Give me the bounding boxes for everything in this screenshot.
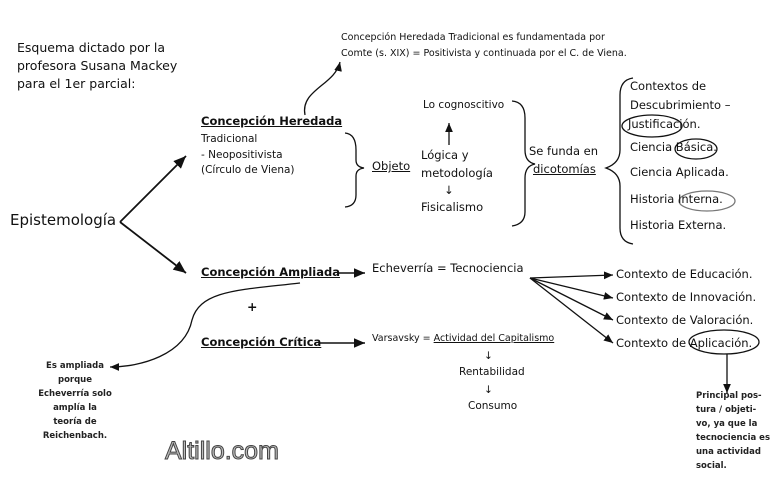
rentabilidad: Rentabilidad [459, 366, 525, 378]
note-line: Echeverría solo [38, 389, 112, 399]
arrow-educacion [529, 271, 614, 280]
plus-sign: + [247, 299, 258, 314]
note-line: una actividad [696, 447, 761, 457]
brace-heredada [344, 132, 365, 208]
varsavsky-line: Varsavsky = Actividad del Capitalismo [372, 334, 554, 344]
note-line: teoría de [53, 417, 97, 427]
brace-objeto [511, 100, 536, 227]
dicotomia-item: Historia Interna. [630, 192, 723, 206]
critica-title: Concepción Crítica [201, 335, 322, 349]
ampliada-title: Concepción Ampliada [201, 265, 340, 279]
note-line: social. [696, 461, 727, 471]
circle-justificacion [621, 114, 683, 138]
lo-cognoscitivo: Lo cognoscitivo [423, 99, 505, 111]
arrow-innovacion [529, 277, 614, 300]
heredada-line: (Círculo de Viena) [201, 164, 295, 176]
arrow-valoracion [529, 277, 614, 321]
objeto-label: Objeto [372, 159, 411, 173]
fisicalismo: Fisicalismo [421, 200, 484, 214]
note-line: amplía la [53, 403, 97, 413]
intro-line: Esquema dictado por la [17, 40, 165, 55]
note-right: Principal pos- tura / objeti- vo, ya que… [696, 389, 780, 473]
circle-aplicacion [688, 329, 760, 355]
arrow-to-heredada [119, 155, 187, 223]
contexto-item: Contexto de Aplicación. [616, 336, 753, 350]
contexto-item: Contexto de Innovación. [616, 290, 757, 304]
down-arrow: ↓ [444, 183, 454, 197]
varsavsky-concept: Actividad del Capitalismo [433, 333, 555, 344]
dicotomia-item: Justificación. [628, 117, 701, 131]
logica-y: Lógica y [421, 148, 469, 162]
note-line: porque [57, 375, 93, 385]
note-line: Es ampliada [46, 361, 104, 371]
curve-to-top-note [303, 61, 342, 116]
note-line: tecnociencia es [696, 433, 770, 443]
varsavsky-prefix: Varsavsky = [372, 333, 434, 344]
metodologia: metodología [421, 166, 493, 180]
dicotomias-label: dicotomías [533, 162, 596, 176]
dicotomia-item: Ciencia Aplicada. [630, 165, 729, 179]
down-arrow: ↓ [484, 350, 493, 362]
contexto-item: Contexto de Valoración. [616, 313, 754, 327]
curve-to-note-left [109, 282, 301, 371]
watermark-logo: Altillo.com [165, 437, 280, 466]
dicotomia-item: Historia Externa. [630, 218, 727, 232]
consumo: Consumo [468, 400, 518, 412]
intro-line: profesora Susana Mackey [17, 58, 178, 73]
heredada-line: Tradicional [201, 133, 258, 145]
dicotomia-item: Ciencia Básica. [630, 140, 717, 154]
se-funda-en: Se funda en [529, 144, 599, 158]
circle-interna [678, 190, 736, 212]
note-left: Es ampliada porque Echeverría solo amplí… [32, 359, 118, 443]
heredada-line: - Neopositivista [201, 149, 283, 161]
root-epistemologia: Epistemología [10, 211, 117, 229]
top-note-line: Comte (s. XIX) = Positivista y continuad… [341, 48, 627, 59]
contexto-item: Contexto de Educación. [616, 267, 753, 281]
top-note-line: Concepción Heredada Tradicional es funda… [341, 32, 605, 43]
circle-basica [674, 138, 718, 160]
down-arrow: ↓ [484, 384, 493, 396]
echeverria-tecnociencia: Echeverría = Tecnociencia [372, 261, 524, 275]
dicotomia-item: Descubrimiento – [630, 98, 731, 112]
note-line: Reichenbach. [42, 431, 108, 441]
arrow-to-ampliada [119, 221, 187, 274]
heredada-title: Concepción Heredada [201, 114, 343, 128]
note-line: Principal pos- [696, 391, 762, 401]
note-line: vo, ya que la [696, 419, 758, 429]
intro-line: para el 1er parcial: [17, 76, 136, 91]
note-line: tura / objeti- [696, 405, 757, 415]
arrow-aplicacion [529, 277, 614, 344]
dicotomia-item: Contextos de [630, 79, 707, 93]
brace-dicotomias [604, 77, 634, 245]
